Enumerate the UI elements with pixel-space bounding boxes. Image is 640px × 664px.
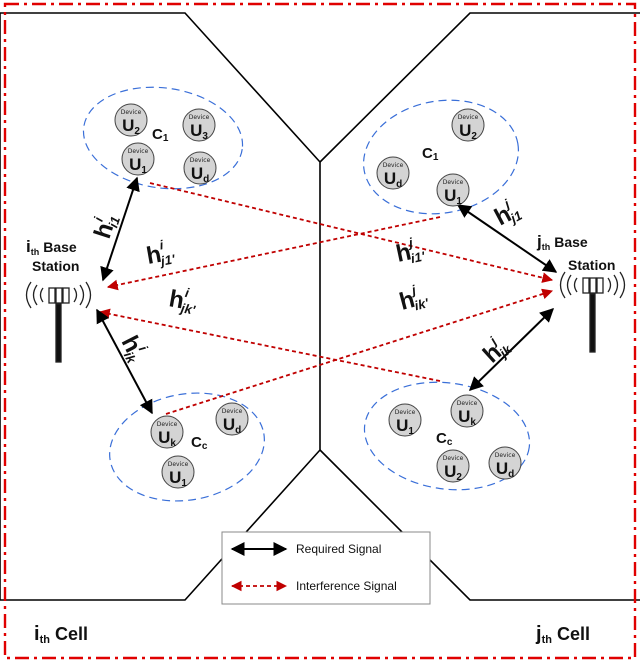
cell-boundaries	[0, 12, 640, 601]
svg-text:U1: U1	[444, 186, 462, 207]
svg-text:Device: Device	[121, 109, 142, 116]
svg-text:U3: U3	[190, 121, 208, 142]
device-i-top-u1: Device U1	[121, 142, 155, 176]
channel-label-h-i-j1p: hij1'	[144, 235, 177, 270]
svg-text:U2: U2	[444, 462, 462, 483]
svg-text:Station: Station	[32, 258, 79, 274]
svg-text:Device: Device	[222, 408, 243, 415]
device-i-top-ud: Device Ud	[183, 151, 217, 185]
device-j-top-u2: Device U2	[451, 108, 485, 142]
svg-text:U2: U2	[122, 116, 140, 137]
legend: Required Signal Interference Signal	[221, 531, 431, 605]
channel-label-h-i-i1: hii1	[86, 210, 123, 243]
device-i-bottom-ud: Device Ud	[215, 402, 249, 436]
legend-required-text: Required Signal	[296, 542, 381, 556]
device-j-top-ud: Device Ud	[376, 156, 410, 190]
channel-label-h-i-ik: hiik	[115, 330, 154, 366]
required-arrow-j-top	[456, 204, 558, 273]
svg-text:Device: Device	[458, 114, 479, 121]
svg-text:Station: Station	[568, 257, 615, 273]
svg-text:Uk: Uk	[158, 428, 176, 449]
channel-label-h-j-ikp: hjik'	[396, 280, 431, 317]
svg-text:Device: Device	[443, 455, 464, 462]
svg-text:Device: Device	[495, 452, 516, 459]
interference-arrow-2	[106, 216, 441, 291]
required-arrow-j-bottom	[468, 308, 555, 391]
svg-text:Device: Device	[190, 157, 211, 164]
device-j-bottom-u1: Device U1	[388, 403, 422, 437]
right-cell-boundary	[319, 12, 640, 163]
figure-border	[3, 2, 637, 660]
svg-text:Ud: Ud	[384, 169, 402, 190]
cluster-label-j-bottom: Cc	[436, 430, 453, 448]
svg-text:Uk: Uk	[458, 407, 476, 428]
svg-text:Device: Device	[128, 148, 149, 155]
svg-text:Device: Device	[157, 421, 178, 428]
svg-text:U1: U1	[129, 155, 147, 176]
device-j-top-u1: Device U1	[436, 173, 470, 207]
channel-label-h-j-i1p: hji1'	[393, 233, 427, 269]
interference-arrow-3	[98, 308, 441, 382]
clusters	[82, 86, 531, 502]
channel-label-h-j-j1: hjj1	[489, 193, 525, 232]
legend-interference-text: Interference Signal	[296, 579, 397, 593]
cluster-label-j-top: C1	[422, 145, 439, 163]
cluster-ellipse-i-bottom	[109, 392, 265, 502]
svg-text:Ud: Ud	[223, 415, 241, 436]
device-i-top-u3: Device U3	[182, 108, 216, 142]
svg-text:Device: Device	[443, 179, 464, 186]
svg-text:Device: Device	[189, 114, 210, 121]
svg-text:U1: U1	[396, 416, 414, 437]
svg-text:Ud: Ud	[191, 164, 209, 185]
device-j-bottom-u2: Device U2	[436, 449, 470, 483]
cluster-ellipse-j-top	[362, 99, 520, 215]
svg-text:Device: Device	[457, 400, 478, 407]
device-i-top-u2: Device U2	[114, 103, 148, 137]
svg-text:U2: U2	[459, 121, 477, 142]
left-cell-boundary	[0, 12, 321, 601]
antenna-icon-j	[559, 271, 626, 353]
channel-label-h-j-jk: hjjk	[476, 329, 515, 369]
cluster-label-i-bottom: Cc	[191, 434, 208, 452]
right-cell-boundary-bottom	[319, 449, 640, 601]
svg-text:U1: U1	[169, 468, 187, 489]
device-i-bottom-uk: Device Uk	[150, 415, 184, 449]
svg-text:Ud: Ud	[496, 459, 514, 480]
device-j-bottom-uk: Device Uk	[450, 394, 484, 428]
svg-text:Device: Device	[168, 461, 189, 468]
cluster-ellipse-j-bottom	[363, 381, 531, 491]
svg-text:Device: Device	[395, 409, 416, 416]
required-arrow-i-bottom	[96, 308, 153, 415]
device-j-bottom-ud: Device Ud	[488, 446, 522, 480]
interference-signals	[98, 182, 554, 415]
cluster-label-i-top: C1	[152, 126, 169, 144]
device-i-bottom-u1: Device U1	[161, 455, 195, 489]
channel-label-h-i-jkp: hijk'	[167, 282, 200, 317]
required-arrow-i-top	[100, 176, 140, 282]
svg-text:Device: Device	[383, 162, 404, 169]
cluster-ellipse-i-top	[82, 86, 244, 190]
antenna-icon-i	[25, 281, 92, 363]
required-signals	[96, 176, 558, 415]
